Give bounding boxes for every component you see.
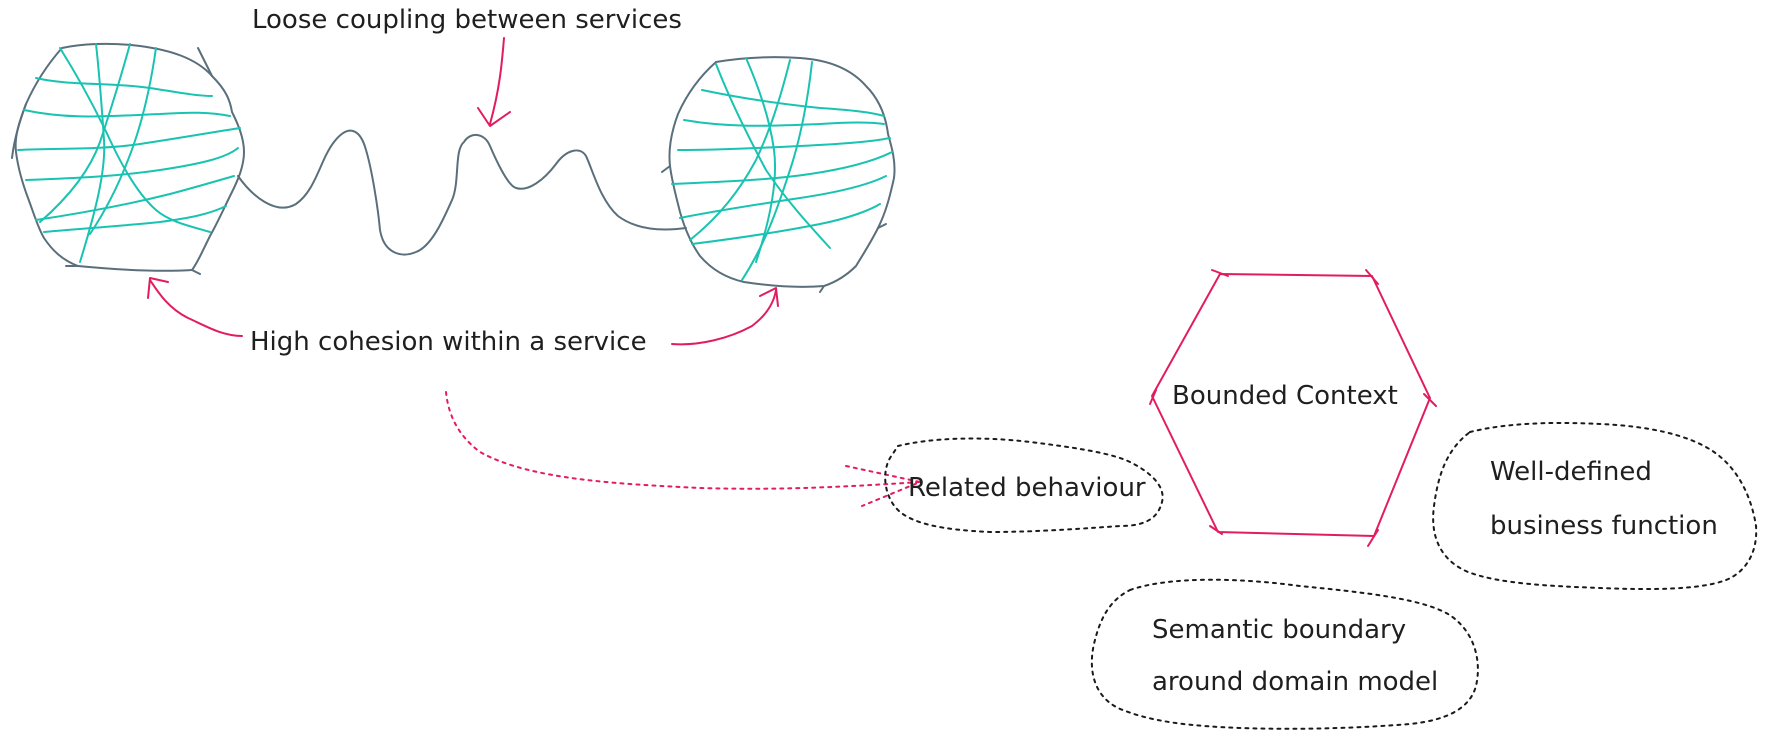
related-behaviour-label: Related behaviour <box>908 473 1146 503</box>
semantic-boundary-label-line2: around domain model <box>1152 667 1438 697</box>
loose-coupling-arrow <box>477 37 511 127</box>
high-cohesion-label: High cohesion within a service <box>250 327 647 357</box>
semantic-boundary-label-line1: Semantic boundary <box>1152 615 1406 645</box>
service-ball-right <box>661 56 896 293</box>
high-cohesion-arrow-right <box>671 287 779 346</box>
bounded-context-label: Bounded Context <box>1172 381 1398 411</box>
related-behaviour-connector <box>445 391 924 507</box>
well-defined-cloud: Well-defined business function <box>1432 421 1758 591</box>
semantic-boundary-cloud: Semantic boundary around domain model <box>1090 578 1479 730</box>
related-behaviour-cloud: Related behaviour <box>884 437 1164 534</box>
service-ball-left <box>11 42 245 275</box>
loose-coupling-label: Loose coupling between services <box>252 5 682 35</box>
high-cohesion-arrow-left <box>147 277 243 337</box>
coupling-wire <box>237 129 687 256</box>
bounded-context-hexagon: Bounded Context <box>1149 269 1437 547</box>
well-defined-label-line1: Well-defined <box>1490 457 1652 487</box>
well-defined-label-line2: business function <box>1490 511 1718 541</box>
service-ball-right-outline <box>668 56 896 288</box>
